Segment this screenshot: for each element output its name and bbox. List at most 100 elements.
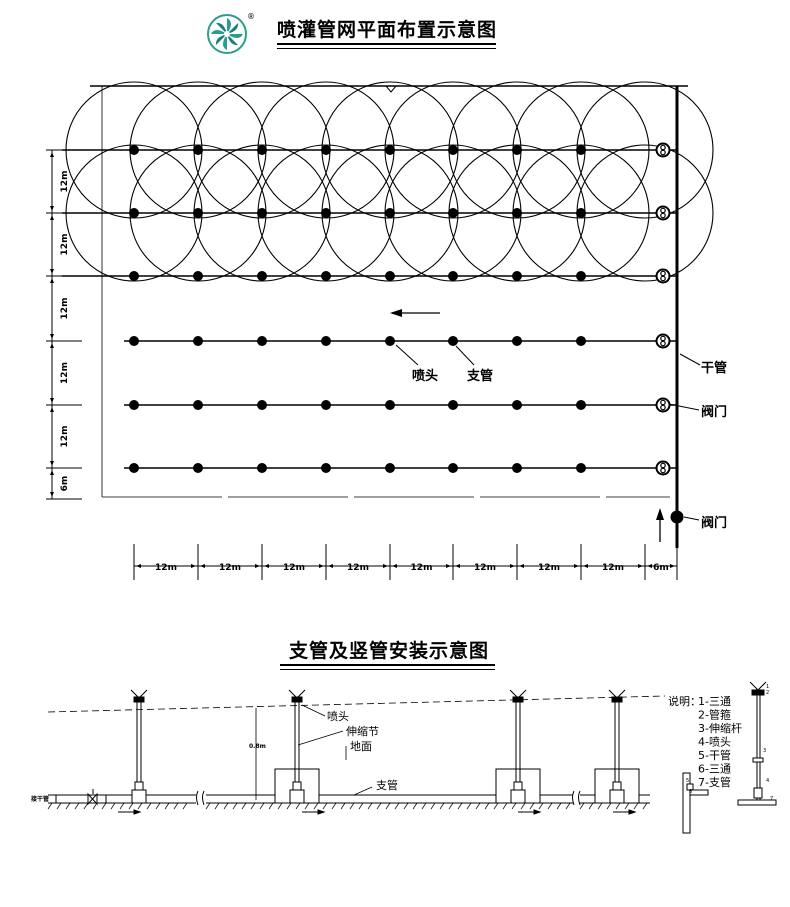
nozzle-dot <box>321 336 331 346</box>
nozzle-dot <box>576 208 586 218</box>
detail-number: 3 <box>763 748 766 754</box>
spray-height-line <box>47 695 666 713</box>
nozzle-dot <box>512 336 522 346</box>
nozzle-dot <box>385 336 395 346</box>
inlet-valve-label: 阀门 <box>701 515 727 531</box>
branch-valve-icon <box>655 333 671 349</box>
nozzle-dot <box>129 145 139 155</box>
left-spacing-label: 12m <box>60 426 70 448</box>
left-spacing-label: 12m <box>60 234 70 256</box>
valve-leader <box>668 403 700 411</box>
nozzle-dot <box>512 208 522 218</box>
bottom-spacing-label: 12m <box>283 563 305 573</box>
legend-item: 4-喷头 <box>698 736 731 749</box>
bottom-spacing-label: 12m <box>155 563 177 573</box>
detail-number: 2 <box>766 690 769 696</box>
nozzle-dot <box>257 400 267 410</box>
left-inlet-assembly <box>55 789 107 806</box>
riser-assembly <box>130 689 148 804</box>
legend-item: 6-三通 <box>698 763 731 776</box>
left-spacing-label: 12m <box>60 171 70 193</box>
nozzle-dot <box>321 145 331 155</box>
nozzle-dot <box>129 271 139 281</box>
nozzle-dot <box>193 400 203 410</box>
nozzle-dot <box>321 400 331 410</box>
height-label: 0.8m <box>249 743 266 750</box>
inlet-valve-leader <box>683 516 700 521</box>
nozzle-dot <box>193 208 203 218</box>
branch-valve-icon <box>655 142 671 158</box>
detail-number: 4 <box>766 778 769 784</box>
bottom-spacing-label: 6m <box>653 563 669 573</box>
nozzle-dot <box>448 400 458 410</box>
arrow-left-icon <box>390 309 440 317</box>
nozzle-dot <box>576 336 586 346</box>
nozzle-dot <box>448 208 458 218</box>
left-spacing-label: 6m <box>60 476 70 492</box>
bottom-spacing-label: 12m <box>474 563 496 573</box>
riser-assembly <box>274 689 320 804</box>
nozzle-dot <box>512 145 522 155</box>
nozzle-dot <box>385 400 395 410</box>
logo-registered-mark: ® <box>247 12 255 21</box>
branch-leader <box>455 345 475 366</box>
nozzle-dot <box>448 271 458 281</box>
nozzle-dot <box>129 208 139 218</box>
nozzle-dot <box>129 400 139 410</box>
nozzle-leader <box>395 344 419 366</box>
inlet-valve <box>670 510 684 524</box>
bottom-spacing-label: 12m <box>347 563 369 573</box>
nozzle-dot <box>257 336 267 346</box>
section-title: 支管及竖管安装示意图 <box>289 640 490 662</box>
branch-valve-icon <box>655 397 671 413</box>
legend-item: 7-支管 <box>698 775 731 789</box>
nozzle-dot <box>321 208 331 218</box>
detail-number: 5 <box>686 778 689 784</box>
riser-assembly <box>495 689 541 804</box>
branch-valve-icon <box>655 268 671 284</box>
detail-number: 6 <box>689 789 692 795</box>
nozzle-dot <box>257 271 267 281</box>
riser-assembly <box>594 689 640 804</box>
title-underline-2 <box>277 48 496 49</box>
nozzle-dot <box>576 145 586 155</box>
legend-item: 5-干管 <box>698 748 731 762</box>
telescopic-label: 伸缩节 <box>346 725 379 738</box>
detail-drawing <box>682 681 777 834</box>
nozzle-dot <box>129 336 139 346</box>
nozzle-dot <box>576 400 586 410</box>
legend-title: 说明： <box>668 694 701 708</box>
nozzle-dot <box>576 463 586 473</box>
nozzle-dot <box>385 208 395 218</box>
nozzle-dot <box>385 271 395 281</box>
pinwheel-logo-icon <box>205 12 249 56</box>
section-title-underline <box>280 664 495 666</box>
nozzle-dot <box>193 271 203 281</box>
branch-valve-icon <box>655 460 671 476</box>
page-title: 喷灌管网平面布置示意图 <box>277 19 498 41</box>
left-spacing-label: 12m <box>60 362 70 384</box>
valve-label: 阀门 <box>701 404 727 420</box>
nozzle-dot <box>257 463 267 473</box>
nozzle-dot <box>385 145 395 155</box>
branch-valve-icon <box>655 205 671 221</box>
nozzle-dot <box>257 145 267 155</box>
main-pipe-leader <box>679 353 701 366</box>
section-title-underline-2 <box>280 669 495 670</box>
nozzle-dot <box>385 463 395 473</box>
nozzle-dot <box>129 463 139 473</box>
left-spacing-label: 12m <box>60 298 70 320</box>
bottom-spacing-label: 12m <box>219 563 241 573</box>
main-pipe-label: 干管 <box>701 360 727 376</box>
legend-item: 2-管箍 <box>698 708 731 722</box>
main-pipe-connect-label: 接干管 <box>30 795 49 803</box>
nozzle-dot <box>512 463 522 473</box>
arrow-up-icon <box>656 508 664 542</box>
nozzle-dot <box>512 400 522 410</box>
nozzle-dot <box>321 271 331 281</box>
section-nozzle-label: 喷头 <box>327 710 349 723</box>
nozzle-dot <box>193 336 203 346</box>
nozzle-dot <box>576 271 586 281</box>
ground-label: 地面 <box>350 740 372 753</box>
branch-pipe-label: 支管 <box>466 368 493 384</box>
